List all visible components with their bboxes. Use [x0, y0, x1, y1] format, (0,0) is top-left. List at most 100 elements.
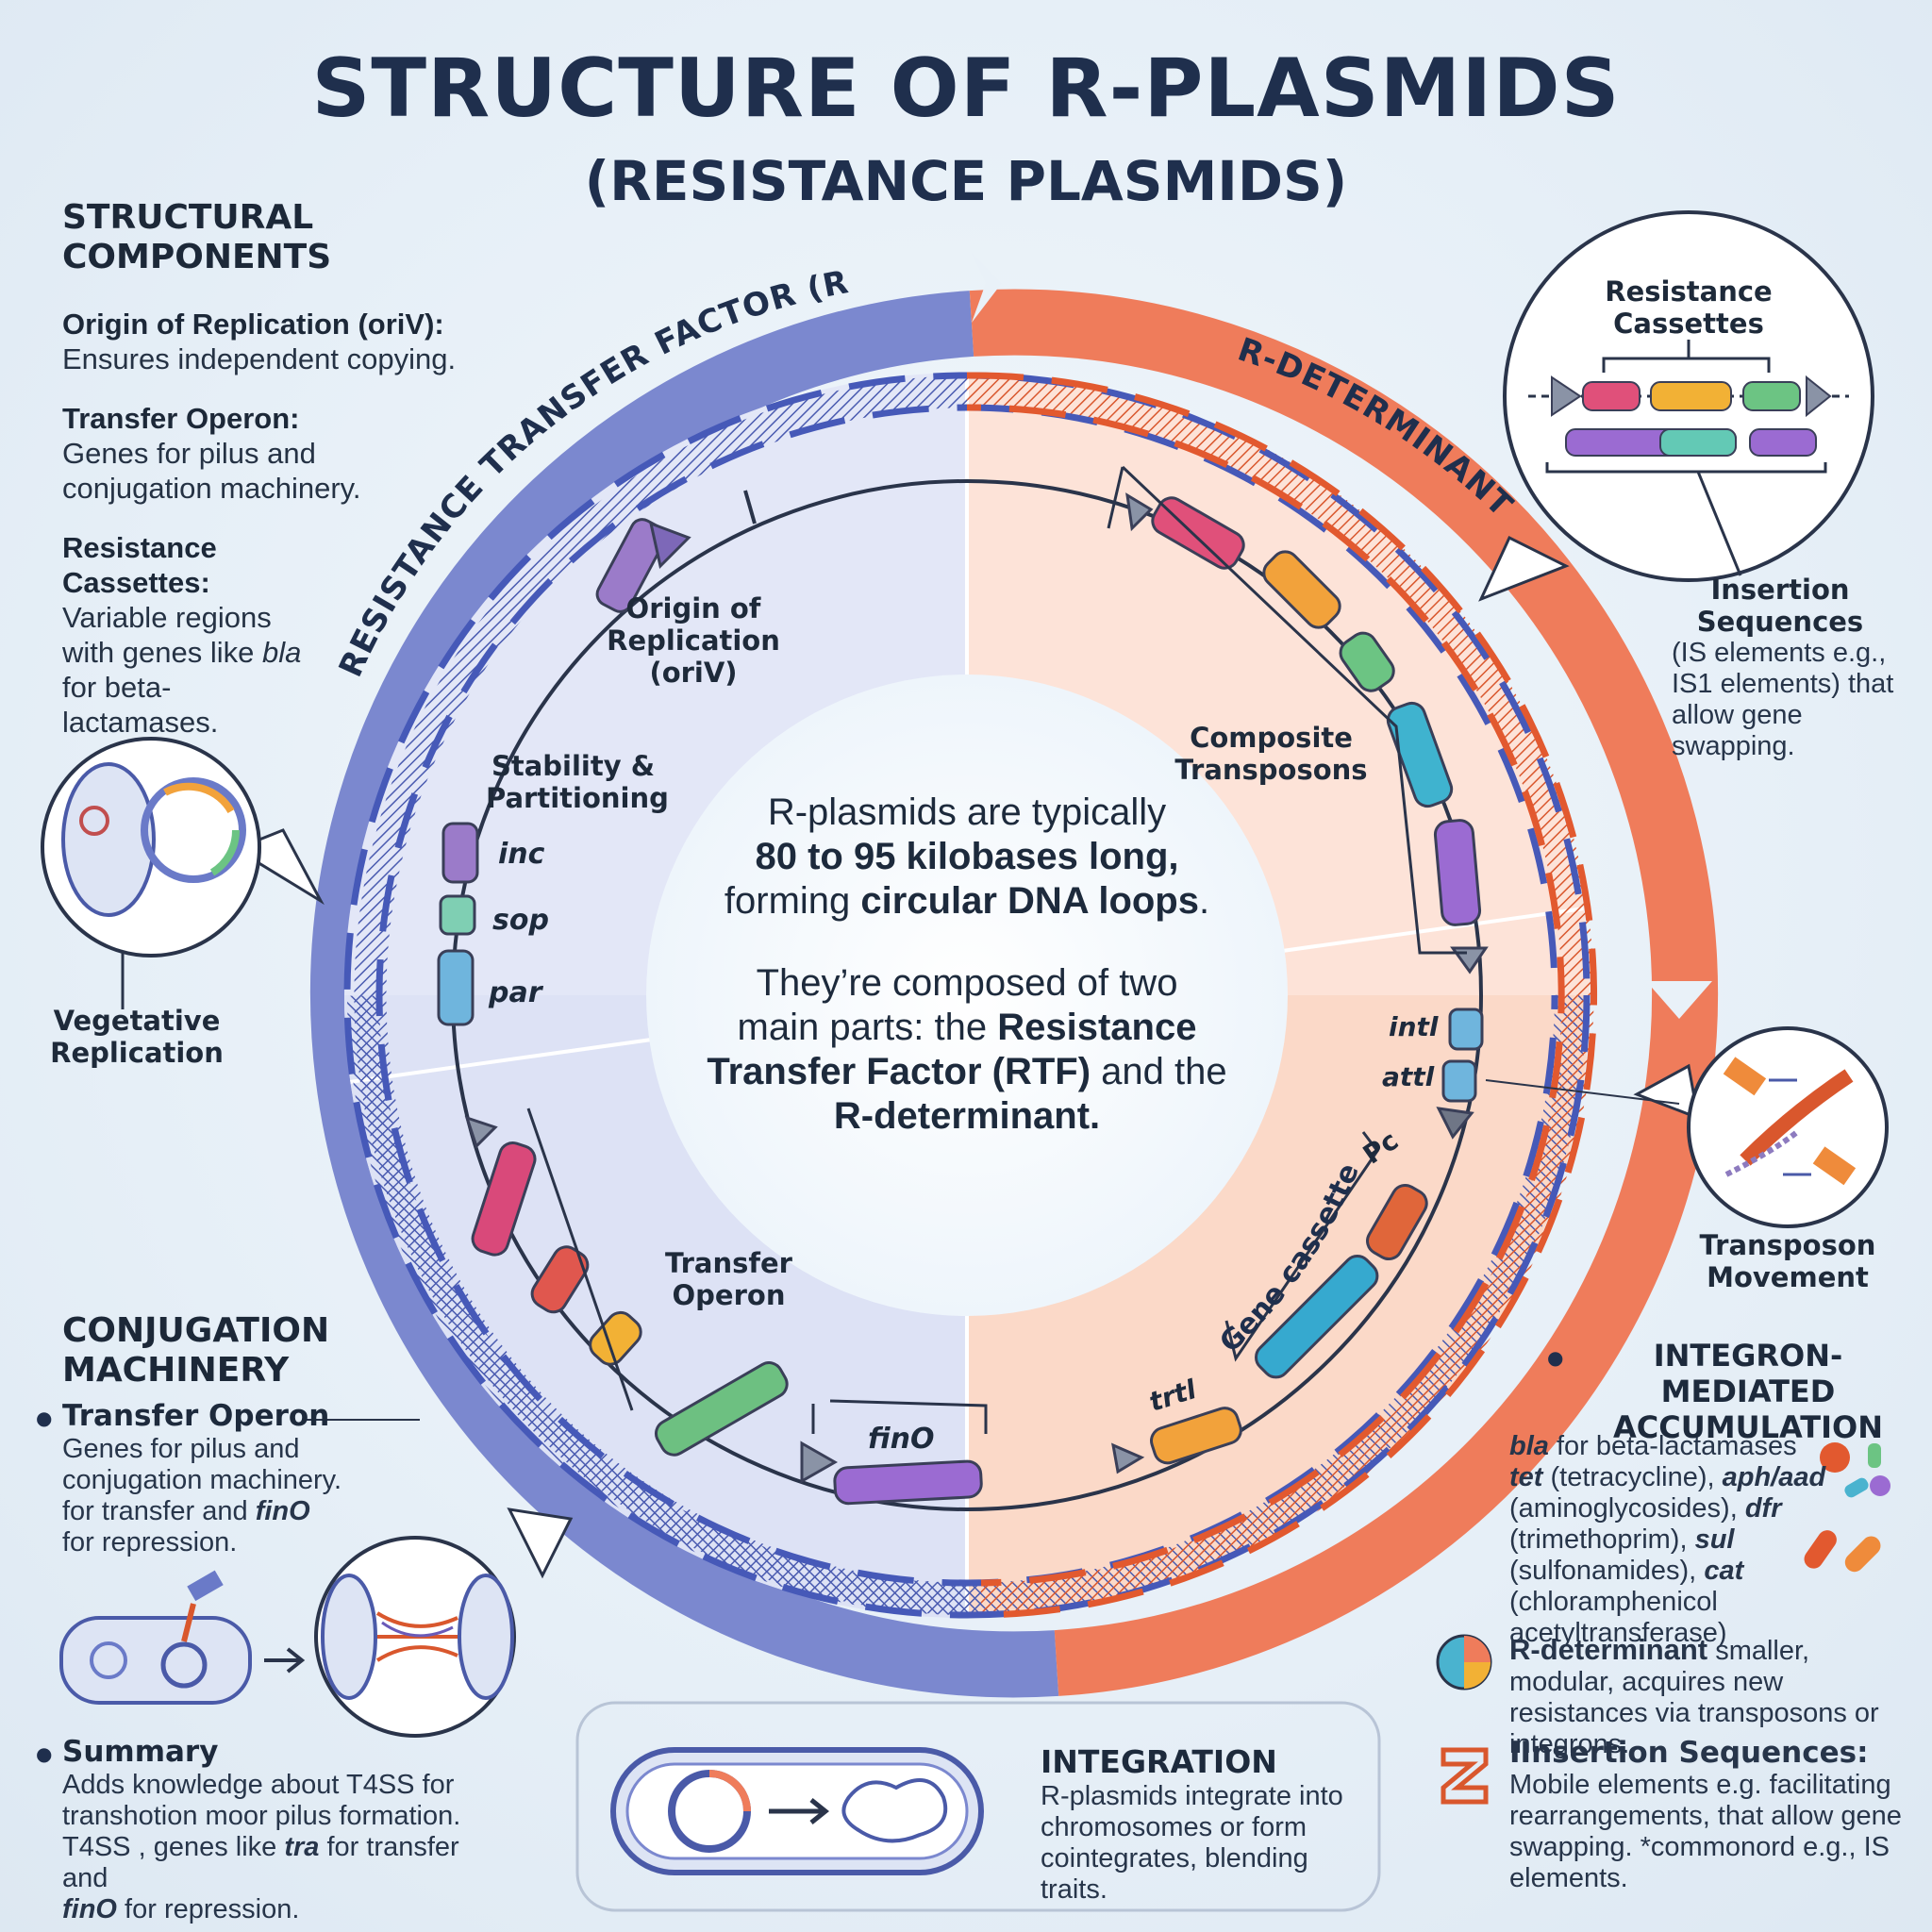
integron-heading: INTEGRON-MEDIATED ACCUMULATION — [1547, 1338, 1923, 1445]
integron-line-6: (chloramphenicol acetyltransferase) — [1509, 1587, 1727, 1648]
center-line-3-pre: forming — [724, 880, 861, 922]
resistance-cassettes-label: Resistance Cassettes — [1605, 275, 1773, 340]
gene-fino — [833, 1459, 983, 1506]
conjugation-text-2-pre: for transfer and — [62, 1496, 256, 1526]
stability-label: Stability & Partitioning — [486, 750, 669, 814]
component-transfer-desc: Genes for pilus and conjugation machiner… — [62, 437, 361, 505]
oriv-label: Origin of Replication (oriV) — [607, 592, 780, 689]
insertion-title: Insertion Sequences — [1696, 574, 1864, 638]
summary-text-2-post: for transfer and — [62, 1832, 459, 1893]
integron-line-4: (trimethoprim), sul — [1509, 1524, 1906, 1556]
gene-sop — [439, 894, 476, 936]
integron-gene-aph: aph/aad — [1722, 1462, 1826, 1492]
conjugation-bullet: Transfer Operon Genes for pilus and conj… — [36, 1398, 345, 1558]
summary-gene-fino: finO — [62, 1894, 117, 1924]
component-oriv-term: Origin of Replication (oriV): — [62, 308, 444, 341]
conjugation-bullet-title: Transfer Operon — [36, 1398, 345, 1436]
conjugation-bullet-text-1: Genes for pilus and conjugation machiner… — [62, 1434, 342, 1495]
gene-intl — [1448, 1008, 1484, 1051]
center-line-1: R-plasmids are typically — [767, 791, 1167, 833]
integration-text: R-plasmids integrate into chromosomes or… — [1041, 1781, 1343, 1905]
rdet-note-term: R-determinant — [1509, 1633, 1708, 1666]
gene-attl — [1441, 1059, 1477, 1103]
summary-block: Summary Adds knowledge about T4SS for tr… — [36, 1734, 506, 1925]
ring-arrow-head — [972, 253, 1002, 323]
summary-text-3: finO for repression. — [62, 1894, 506, 1925]
center-line-3-bold: circular DNA loops — [860, 880, 1199, 922]
conjugation-gene-fino: finO — [255, 1496, 310, 1526]
rdet-note-text: smaller, modular, acquires new resistanc… — [1509, 1636, 1879, 1759]
transfer-operon-label: Transfer Operon — [665, 1247, 792, 1311]
integron-gene-tet: tet — [1509, 1462, 1543, 1492]
summary-title: Summary — [36, 1734, 506, 1772]
integron-gene-bla: bla — [1509, 1431, 1549, 1461]
page-title: STRUCTURE OF R-PLASMIDS — [311, 42, 1621, 136]
component-transfer-operon: Transfer Operon: Genes for pilus and con… — [62, 401, 411, 506]
integron-line-2: tet (tetracycline), aph/aad — [1509, 1462, 1906, 1493]
rdet-note: R-determinant smaller, modular, acquires… — [1509, 1634, 1915, 1760]
summary-text-1: Adds knowledge about T4SS for transhotio… — [62, 1770, 461, 1831]
inc-label: inc — [498, 838, 545, 871]
integron-line-1: bla for beta-lactamases — [1509, 1431, 1906, 1462]
integron-line-5: (sulfonamides), cat — [1509, 1556, 1906, 1587]
component-cassettes-term: Resistance Cassettes: — [62, 531, 217, 599]
integron-gene-cat: cat — [1704, 1556, 1744, 1586]
center-line-6-bold: Transfer Factor (RTF) — [707, 1051, 1091, 1092]
integron-gene-dfr: dfr — [1744, 1493, 1782, 1524]
summary-gene-tra: tra — [284, 1832, 320, 1862]
par-label: par — [489, 976, 542, 1009]
component-cassettes-desc-post: for beta-lactamases. — [62, 671, 219, 739]
is-note-text: Mobile elements e.g. facilitating rearra… — [1509, 1770, 1902, 1893]
transposon-movement-label: Transposon Movement — [1699, 1229, 1876, 1293]
integron-line-4-text: (trimethoprim), — [1509, 1524, 1695, 1555]
integron-line-2-text: (tetracycline), — [1542, 1462, 1723, 1492]
center-line-3: forming circular DNA loops. — [684, 879, 1250, 924]
integron-gene-sul: sul — [1694, 1524, 1735, 1555]
center-line-5: main parts: the Resistance — [684, 1006, 1250, 1050]
fino-label: finO — [868, 1423, 935, 1456]
insertion-sequences-block: Insertion Sequences (IS elements e.g., I… — [1672, 574, 1926, 762]
component-oriv: Origin of Replication (oriV): Ensures in… — [62, 307, 506, 376]
conjugation-bullet-text-2: for transfer and finO for repression. — [62, 1496, 345, 1558]
center-line-5-bold: Resistance — [997, 1007, 1197, 1048]
summary-text-3-post: for repression. — [117, 1894, 300, 1924]
attl-label: attl — [1382, 1061, 1435, 1092]
integron-gene-list: bla for beta-lactamases tet (tetracyclin… — [1509, 1431, 1906, 1649]
center-line-4: They’re composed of two — [756, 962, 1178, 1004]
center-line-3-post: . — [1198, 880, 1210, 922]
center-line-5-pre: main parts: the — [737, 1007, 998, 1048]
component-oriv-desc: Ensures independent copying. — [62, 342, 457, 375]
insertion-text: (IS elements e.g., IS1 elements) that al… — [1672, 638, 1894, 761]
summary-text-2-pre: T4SS , genes like — [62, 1832, 285, 1862]
center-line-7: R-determinant. — [833, 1095, 1101, 1137]
component-transfer-term: Transfer Operon: — [62, 402, 300, 435]
rtf-outer-ring — [309, 291, 1059, 1698]
integron-line-5-text: (sulfonamides), — [1509, 1556, 1705, 1586]
rdet-outer-ring — [969, 289, 1719, 1696]
intl-label: intl — [1389, 1011, 1439, 1042]
is-note-title: IInsertion Sequences: — [1509, 1736, 1869, 1770]
integration-box — [575, 1701, 1381, 1912]
vegetative-replication-label: Vegetative Replication — [50, 1005, 224, 1069]
structural-components-heading: STRUCTURAL COMPONENTS — [62, 198, 332, 276]
integron-line-3-text: (aminoglycosides), — [1509, 1493, 1745, 1524]
component-cassettes-desc-pre: Variable regions with genes like — [62, 601, 272, 669]
sop-label: sop — [492, 904, 549, 937]
center-line-6-post: and the — [1091, 1051, 1227, 1092]
page-subtitle: (RESISTANCE PLASMIDS) — [584, 149, 1348, 213]
component-resistance-cassettes: Resistance Cassettes: Variable regions w… — [62, 530, 317, 740]
conjugation-text-2-post: for repression. — [62, 1527, 238, 1557]
ring-arrow-head-right — [1646, 981, 1712, 1019]
composite-transposons-label: Composite Transposons — [1174, 722, 1368, 786]
component-cassettes-gene: bla — [261, 636, 302, 669]
gene-par — [437, 949, 475, 1026]
center-line-2: 80 to 95 kilobases long, — [755, 836, 1179, 877]
gene-inc — [441, 822, 479, 884]
center-line-6: Transfer Factor (RTF) and the — [684, 1050, 1250, 1094]
conjugation-heading: CONJUGATION MACHINERY — [62, 1311, 330, 1390]
integron-line-1-text: for beta-lactamases — [1548, 1431, 1797, 1461]
summary-text-2: T4SS , genes like tra for transfer and — [62, 1832, 506, 1894]
center-description: R-plasmids are typically 80 to 95 kiloba… — [684, 791, 1250, 1139]
integration-block: INTEGRATION R-plasmids integrate into ch… — [1041, 1743, 1371, 1906]
